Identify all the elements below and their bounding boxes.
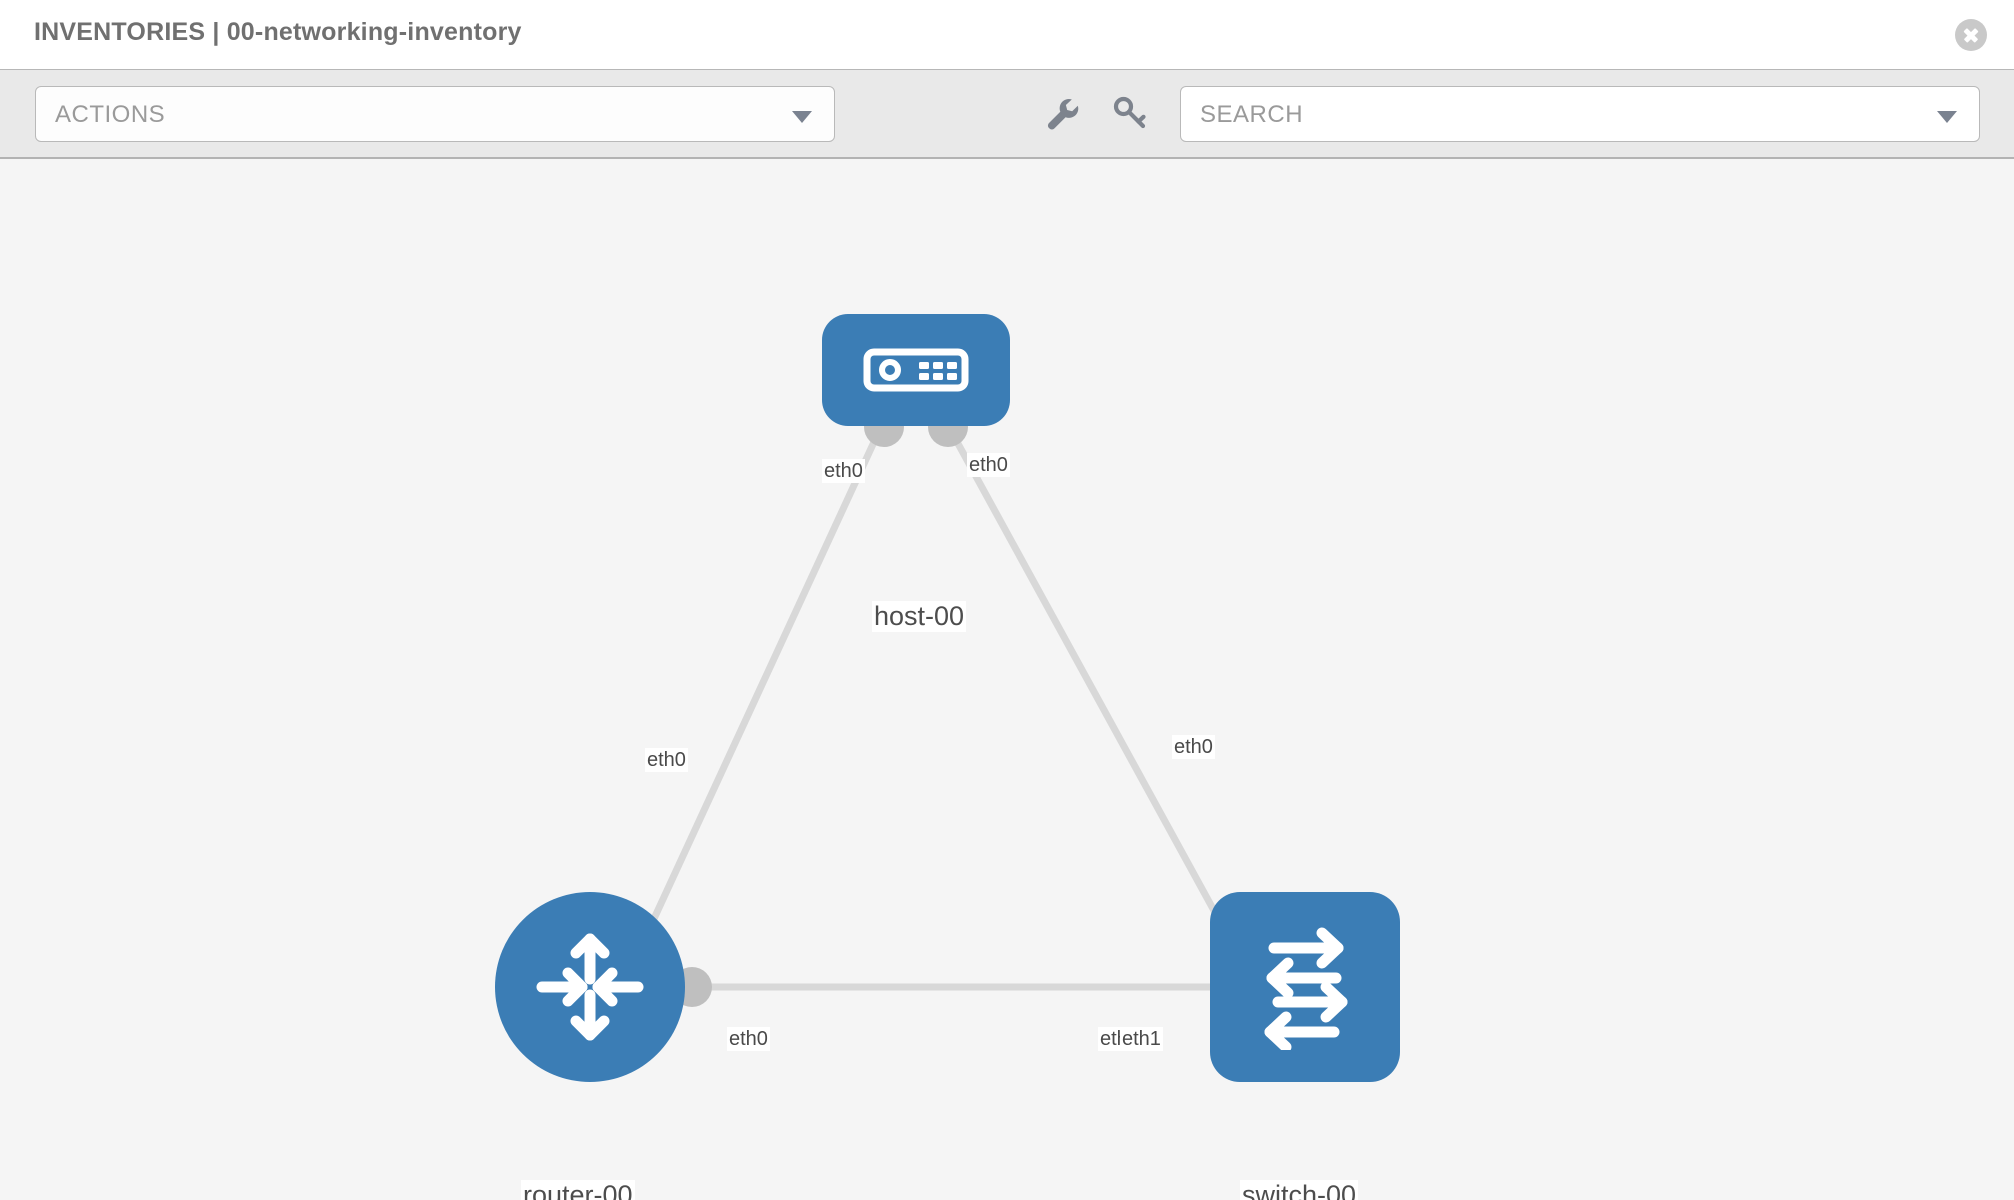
edge-host-router bbox=[636, 427, 884, 951]
wrench-icon[interactable] bbox=[1040, 92, 1084, 136]
iface-label-host-right: eth0 bbox=[967, 453, 1010, 477]
page-title: INVENTORIES | 00-networking-inventory bbox=[34, 18, 522, 46]
node-shape bbox=[1210, 892, 1400, 1082]
server-icon bbox=[863, 348, 969, 392]
node-shape bbox=[495, 892, 685, 1082]
iface-label-switch-uplink: eth0 bbox=[1172, 735, 1215, 759]
actions-dropdown-label: ACTIONS bbox=[55, 101, 166, 128]
topology-node-host-00[interactable]: host-00 bbox=[822, 314, 1010, 633]
edge-host-switch bbox=[946, 427, 1239, 951]
topology-node-router-00[interactable]: router-00 bbox=[495, 892, 685, 1200]
toolbar: ACTIONS SEARCH bbox=[0, 70, 2014, 159]
topology-canvas[interactable]: host-00 router-00 bbox=[0, 159, 2014, 1200]
search-input[interactable]: SEARCH bbox=[1180, 86, 1980, 142]
node-shape bbox=[822, 314, 1010, 426]
key-icon[interactable] bbox=[1108, 92, 1152, 136]
close-icon[interactable] bbox=[1955, 19, 1987, 51]
search-placeholder: SEARCH bbox=[1200, 101, 1304, 128]
node-label: host-00 bbox=[872, 601, 967, 633]
iface-label-host-left: eth0 bbox=[822, 459, 865, 483]
node-label: router-00 bbox=[521, 1180, 635, 1200]
switch-arrows-icon bbox=[1264, 927, 1348, 1050]
node-label: switch-00 bbox=[1240, 1180, 1359, 1200]
iface-label-router-uplink: eth0 bbox=[645, 748, 688, 772]
chevron-down-icon[interactable] bbox=[1937, 111, 1957, 123]
actions-dropdown[interactable]: ACTIONS bbox=[35, 86, 835, 142]
iface-label-switch-eth1: eth1 bbox=[1120, 1027, 1163, 1051]
chevron-down-icon bbox=[792, 111, 812, 123]
topology-node-switch-00[interactable]: switch-00 bbox=[1210, 892, 1400, 1200]
page-header: INVENTORIES | 00-networking-inventory bbox=[0, 0, 2014, 70]
iface-label-router-eth0: eth0 bbox=[727, 1027, 770, 1051]
router-arrows-icon bbox=[536, 933, 644, 1041]
